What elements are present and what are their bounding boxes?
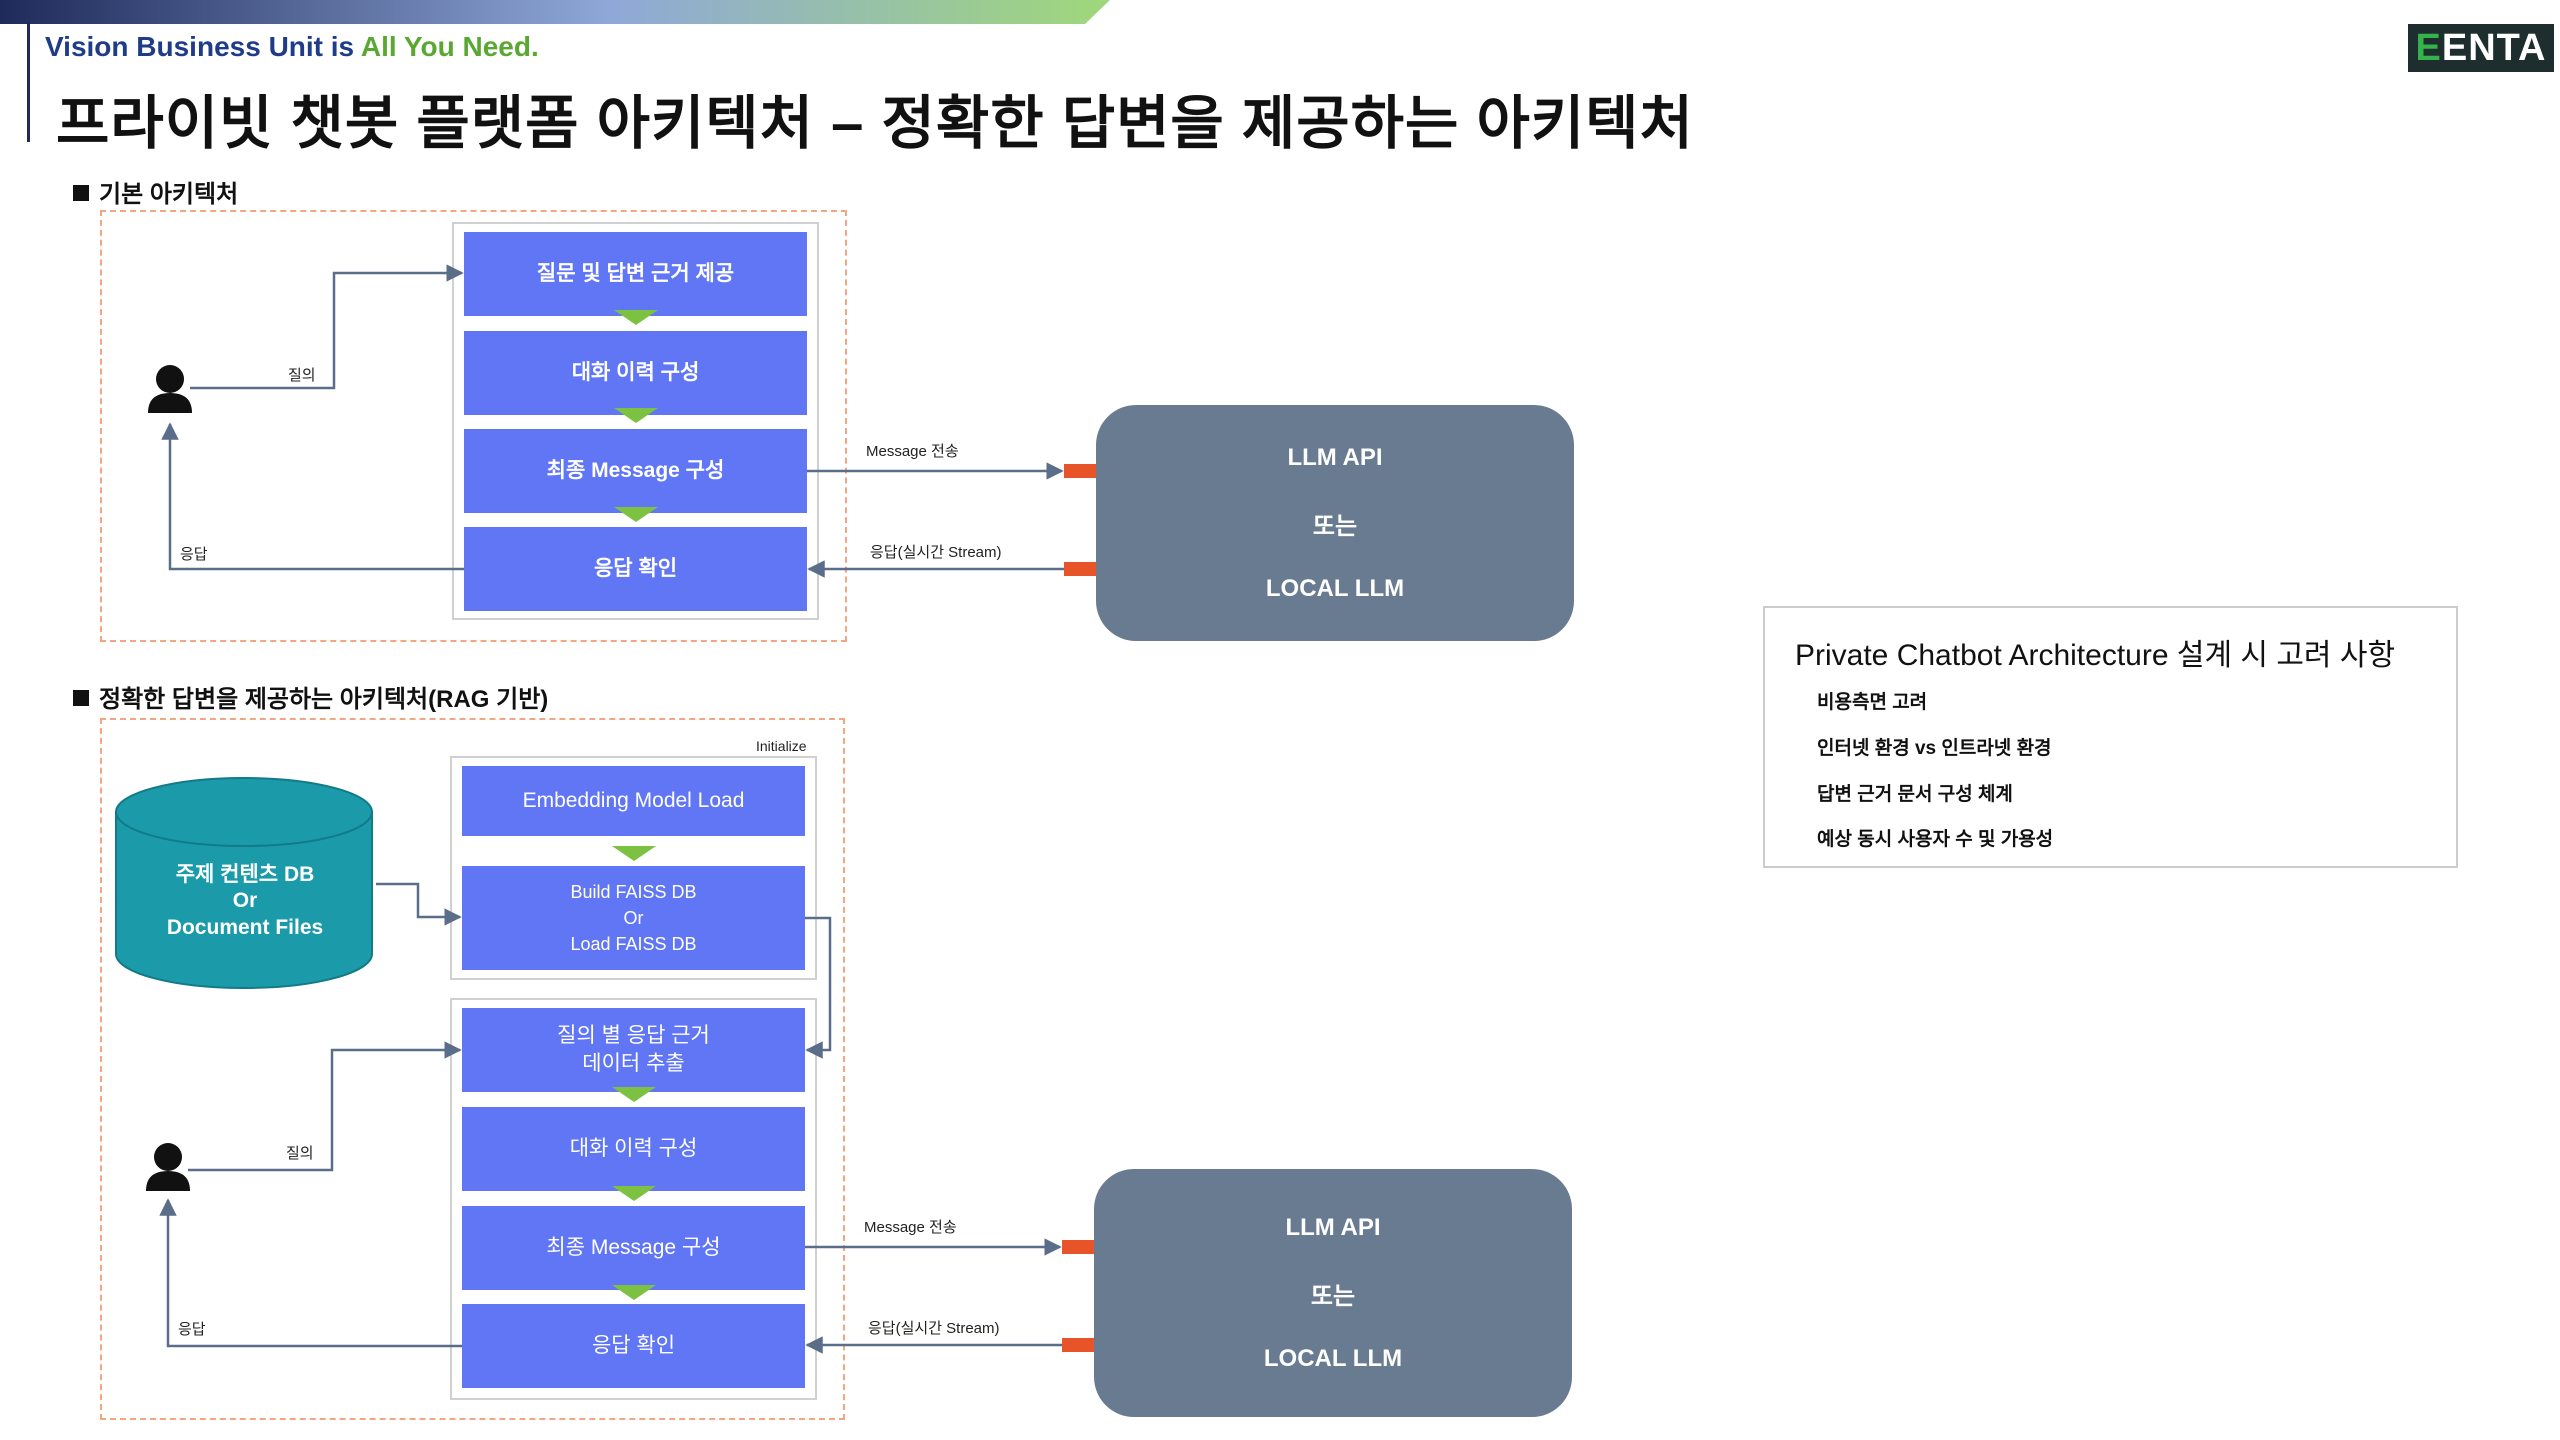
s2-query-label: 질의	[286, 1145, 314, 1162]
s1-llm-line1: LLM API	[1287, 443, 1383, 471]
s2-step-history: 대화 이력 구성	[462, 1107, 805, 1191]
s2-send-label: Message 전송	[864, 1219, 957, 1236]
down-arrow-icon	[614, 507, 658, 522]
s2-step-faiss: Build FAISS DB Or Load FAISS DB	[462, 866, 805, 970]
s2-stream-label: 응답(실시간 Stream)	[868, 1320, 1000, 1337]
considerations-box: Private Chatbot Architecture 설계 시 고려 사항 …	[1763, 606, 2458, 868]
db-label: 주제 컨텐츠 DB Or Document Files	[166, 863, 324, 939]
title-accent-bar	[27, 22, 30, 142]
tagline-text: Vision Business Unit is	[45, 31, 361, 62]
down-arrow-icon	[614, 408, 658, 423]
s2-step-message: 최종 Message 구성	[462, 1206, 805, 1290]
tagline-highlight: All You Need.	[360, 31, 539, 62]
down-arrow-icon	[612, 1186, 656, 1201]
s2-llm-line1: LLM API	[1285, 1213, 1381, 1241]
header-gradient-bar	[0, 0, 1110, 24]
down-arrow-icon	[612, 1285, 656, 1300]
consideration-item: 인터넷 환경 vs 인트라넷 환경	[1817, 738, 2052, 759]
s1-step-history: 대화 이력 구성	[464, 331, 807, 415]
database-icon	[115, 777, 373, 989]
s1-llm-box: LLM API 또는 LOCAL LLM	[1096, 405, 1574, 641]
section2-heading: 정확한 답변을 제공하는 아키텍처(RAG 기반)	[73, 679, 548, 714]
s1-response-label: 응답	[180, 546, 208, 563]
s1-response-arrow	[161, 422, 464, 571]
s1-llm-line3: LOCAL LLM	[1265, 574, 1405, 602]
bullet-square-icon	[73, 185, 89, 201]
s1-step-evidence: 질문 및 답변 근거 제공	[464, 232, 807, 316]
s2-response-label: 응답	[178, 1321, 206, 1338]
initialize-label: Initialize	[756, 738, 807, 754]
s1-query-label: 질의	[288, 367, 316, 384]
s2-llm-box: LLM API 또는 LOCAL LLM	[1094, 1169, 1572, 1417]
tagline: Vision Business Unit is All You Need.	[45, 31, 539, 63]
user-icon	[148, 365, 192, 413]
s2-receive-port	[1062, 1338, 1094, 1352]
s1-receive-port	[1064, 562, 1096, 576]
consideration-item: 답변 근거 문서 구성 체계	[1817, 784, 2013, 805]
s2-send-port	[1062, 1240, 1094, 1254]
s1-send-label: Message 전송	[866, 443, 959, 460]
section2-frame	[100, 718, 845, 1420]
s2-llm-line3: LOCAL LLM	[1263, 1344, 1403, 1372]
s1-query-arrow	[190, 264, 464, 390]
s2-step-extract: 질의 별 응답 근거 데이터 추출	[462, 1008, 805, 1092]
db-to-faiss-arrow	[376, 882, 462, 926]
section1-frame	[100, 210, 847, 642]
s1-step-message: 최종 Message 구성	[464, 429, 807, 513]
user-icon	[146, 1143, 190, 1191]
s2-llm-line2: 또는	[1310, 1282, 1356, 1310]
consideration-item: 예상 동시 사용자 수 및 가용성	[1817, 829, 2054, 850]
s1-step-response: 응답 확인	[464, 527, 807, 611]
consideration-item: 비용측면 고려	[1817, 692, 1928, 713]
s2-response-arrow	[159, 1198, 462, 1348]
s2-query-arrow	[188, 1041, 462, 1172]
s1-llm-line2: 또는	[1312, 512, 1358, 540]
s1-send-port	[1064, 464, 1096, 478]
considerations-title: Private Chatbot Architecture 설계 시 고려 사항	[1795, 639, 2396, 672]
bullet-square-icon	[73, 690, 89, 706]
down-arrow-icon	[612, 846, 656, 861]
s2-step-embedding: Embedding Model Load	[462, 766, 805, 836]
company-logo: EENTA	[2408, 24, 2554, 72]
down-arrow-icon	[612, 1087, 656, 1102]
down-arrow-icon	[614, 310, 658, 325]
faiss-to-extract-arrow	[805, 916, 832, 1059]
s2-step-response: 응답 확인	[462, 1304, 805, 1388]
s1-stream-label: 응답(실시간 Stream)	[870, 544, 1002, 561]
page-title: 프라이빗 챗봇 플랫폼 아키텍처 – 정확한 답변을 제공하는 아키텍처	[56, 91, 1694, 156]
section1-heading: 기본 아키텍처	[73, 174, 238, 209]
